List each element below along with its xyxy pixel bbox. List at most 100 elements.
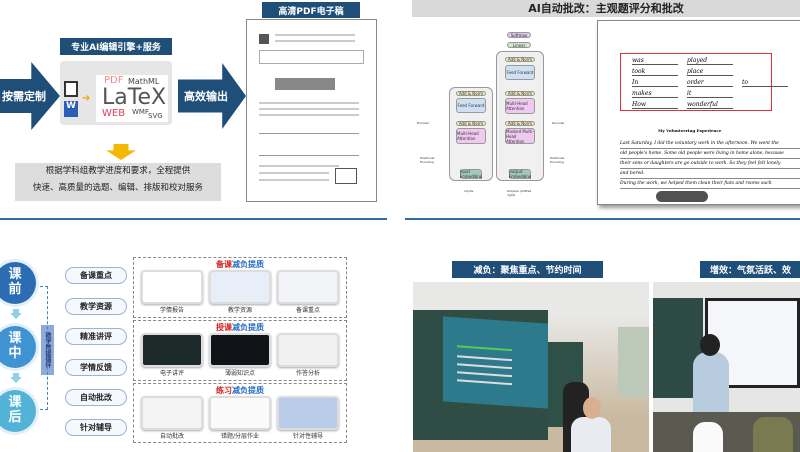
add-norm: Add & Norm (456, 121, 486, 126)
add-norm: Add & Norm (505, 91, 535, 96)
mha-block: Multi-Head Attention (505, 98, 535, 114)
encoder-label: Encoder (417, 121, 430, 125)
answer-word: it (687, 90, 733, 98)
thumbnail[interactable]: 学情报告 (141, 270, 203, 314)
thumbnail[interactable]: 备课重点 (277, 270, 339, 314)
down-arrow-icon (10, 309, 22, 319)
stage-char: 中 (8, 346, 22, 361)
answer-word: order (687, 79, 733, 87)
thumbnail-caption: 电子讲评 (159, 370, 184, 377)
thumbnail[interactable]: 自动批改 (141, 396, 203, 440)
add-norm: Add & Norm (456, 91, 486, 96)
format-wmf: WMF (132, 108, 149, 116)
stage-panel: 备课减负提质学情报告 教学资源 备课重点 (133, 257, 347, 318)
word-icon: W (64, 101, 78, 117)
photo1-title: 减负：聚焦重点、节约时间 (452, 261, 603, 278)
stage-item[interactable]: 教学资源 (65, 298, 127, 315)
linear-block: Linear (507, 42, 531, 48)
stage-item[interactable]: 备课重点 (65, 267, 127, 284)
pos-enc-label: Positional Encoding (550, 156, 565, 164)
format-pdf: PDF (104, 75, 124, 86)
panel-title-blue: 减负提质 (232, 386, 264, 395)
divider (0, 218, 387, 220)
panel-title: 练习减负提质 (134, 385, 346, 396)
stage-char: 前 (8, 282, 22, 297)
thumbnail[interactable]: 电子讲评 (141, 333, 203, 377)
answer-word: How (632, 101, 678, 109)
thumbnail[interactable]: 教学资源 (209, 270, 271, 314)
thumbnail-caption: 学情报告 (159, 307, 184, 314)
answer-word: makes (632, 90, 678, 98)
thumbnail-caption: 作答分析 (295, 370, 320, 377)
thumbnail-caption: 自动批改 (159, 433, 184, 440)
essay-line: their sons or daughters are go outside t… (620, 159, 800, 169)
feed-forward: Feed Forward (505, 65, 535, 80)
screenshot (141, 333, 203, 367)
thumbnail-caption: 备课重点 (295, 307, 320, 314)
stage-panel: 授课减负提质电子讲评 薄弱知识点 作答分析 (133, 320, 347, 381)
thumbnail[interactable]: 错题/分层作业 (209, 396, 271, 440)
classroom-photo-2 (653, 282, 800, 452)
screenshot (277, 396, 339, 430)
stage-item[interactable]: 学情反馈 (65, 359, 127, 376)
panel-title-blue: 减负提质 (232, 323, 264, 332)
desc-line: 快速、高质量的选题、编辑、排版和校对服务 (32, 183, 203, 193)
engine-box: W ➔ PDF MathML LaTeX WEB WMF SVG (60, 61, 172, 125)
outputs-label: Outputs (shifted right) (507, 189, 532, 197)
thumbnail-caption: 错题/分层作业 (220, 433, 260, 440)
stage-circle: 课后 (0, 390, 36, 432)
stage-item[interactable]: 针对辅导 (65, 419, 127, 436)
screenshot (141, 396, 203, 430)
panel-title-red: 练习 (216, 386, 232, 395)
answer-word: to (742, 79, 788, 87)
essay-line: During the work, we helped them clean th… (620, 179, 800, 189)
stage-char: 后 (8, 410, 22, 425)
panel-title: 备课减负提质 (134, 259, 346, 270)
screenshot (209, 396, 271, 430)
softmax-block: Softmax (507, 32, 531, 38)
format-latex: LaTeX (102, 85, 167, 110)
input-embedding: Input Embedding (459, 169, 483, 179)
output-arrow: 高效输出 (178, 63, 246, 129)
transformer-diagram: Softmax Linear Add & Norm Feed Forward A… (412, 26, 582, 204)
word-icon (64, 81, 78, 97)
mha-block: Multi-Head Attention (456, 128, 486, 144)
screenshot (209, 333, 271, 367)
answer-word: played (687, 57, 733, 65)
masked-mha-block: Masked Multi-Head Attention (505, 128, 535, 144)
answer-word: In (632, 79, 678, 87)
stage-item[interactable]: 自动批改 (65, 389, 127, 406)
divider (405, 218, 800, 220)
answer-word: place (687, 68, 733, 76)
pos-enc-label: Positional Encoding (420, 156, 435, 164)
answer-word: wonderful (687, 101, 733, 109)
thumbnail[interactable]: 作答分析 (277, 333, 339, 377)
stage-circle: 课中 (0, 326, 36, 368)
thumbnail[interactable]: 薄弱知识点 (209, 333, 271, 377)
essay-line: and bored. (620, 169, 800, 179)
classroom-photo-1 (413, 282, 649, 452)
panel-title-red: 授课 (216, 323, 232, 332)
output-label: 高效输出 (184, 90, 228, 103)
answer-word: was (632, 57, 678, 65)
grading-title: AI自动批改：主观题评分和批改 (528, 2, 684, 15)
viewer-toolbar[interactable] (656, 191, 708, 202)
desc-line: 根据学科组教学进度和要求，全程提供 (45, 166, 191, 176)
smart-board (443, 316, 548, 409)
loop-line (40, 286, 48, 410)
thumbnail[interactable]: 针对性辅导 (277, 396, 339, 440)
essay-line: Last Saturday, I did the voluntary work … (620, 139, 800, 149)
stage-item[interactable]: 精准讲评 (65, 328, 127, 345)
screenshot (209, 270, 271, 304)
grading-header: AI自动批改：主观题评分和批改 (412, 0, 800, 17)
stage-circle: 课前 (0, 262, 36, 304)
feed-forward: Feed Forward (456, 98, 486, 113)
down-arrow-icon (106, 144, 136, 160)
essay-title: My Volunteering Experience (658, 128, 722, 133)
thumbnail-caption: 教学资源 (227, 307, 252, 314)
thumbnail-caption: 薄弱知识点 (224, 370, 255, 377)
down-arrow-icon (10, 373, 22, 383)
thumbnail-caption: 针对性辅导 (292, 433, 323, 440)
add-norm: Add & Norm (505, 57, 535, 62)
